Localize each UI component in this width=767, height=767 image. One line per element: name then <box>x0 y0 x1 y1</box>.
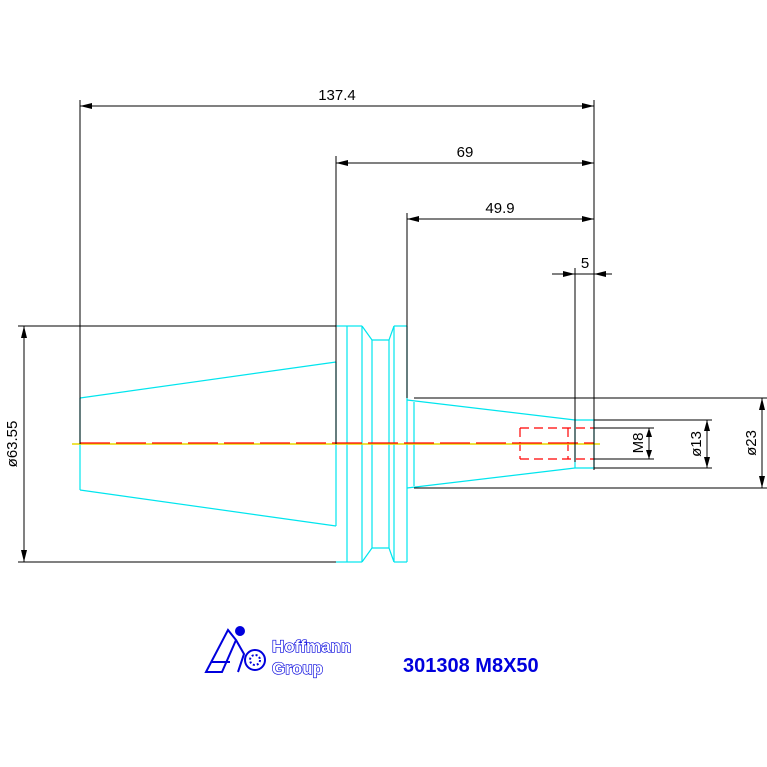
arrow-69-right <box>582 160 594 166</box>
arrow-69-left <box>336 160 348 166</box>
dim-label-shank-length: 49.9 <box>485 200 514 217</box>
dim-label-overall-length: 137.4 <box>318 87 356 104</box>
dim-label-flange-diameter: ø63.55 <box>4 421 21 468</box>
arrow-13-bottom <box>704 457 710 468</box>
arrow-23-top <box>759 398 765 410</box>
dim-label-thread-depth: 5 <box>581 255 589 272</box>
logo-line2: Group <box>272 659 323 678</box>
shank-lower-edge <box>406 467 576 489</box>
logo-mark-icon <box>204 626 266 673</box>
arrow-5-right <box>594 271 606 277</box>
dim-label-nose-diameter: ø23 <box>743 430 760 456</box>
dim-label-flange-to-end: 69 <box>457 144 474 161</box>
dim-label-bore-diameter: ø13 <box>688 431 705 457</box>
arrow-5-left <box>563 271 575 277</box>
arrow-63-top <box>21 326 27 338</box>
logo-line1: Hoffmann <box>272 637 351 656</box>
v-groove-top <box>361 325 395 341</box>
dimensions <box>18 100 767 563</box>
v-groove-bottom <box>361 547 395 563</box>
dim-label-thread: M8 <box>630 433 647 454</box>
arrow-23-bottom <box>759 476 765 488</box>
shank-upper-edge <box>406 399 576 421</box>
arrow-13-top <box>704 420 710 431</box>
arrowheads <box>21 103 765 562</box>
hoffmann-group-logo: Hoffmann Group <box>204 626 352 679</box>
taper-lower-edge <box>79 489 337 527</box>
arrow-49-left <box>407 216 419 222</box>
arrow-137-left <box>80 103 92 109</box>
arrow-49-right <box>582 216 594 222</box>
arrow-m8-top <box>646 428 652 437</box>
part-number: 301308 M8X50 <box>403 655 539 677</box>
arrow-m8-bottom <box>646 450 652 459</box>
arrow-137-right <box>582 103 594 109</box>
taper-upper-edge <box>79 361 337 399</box>
arrow-63-bottom <box>21 550 27 562</box>
